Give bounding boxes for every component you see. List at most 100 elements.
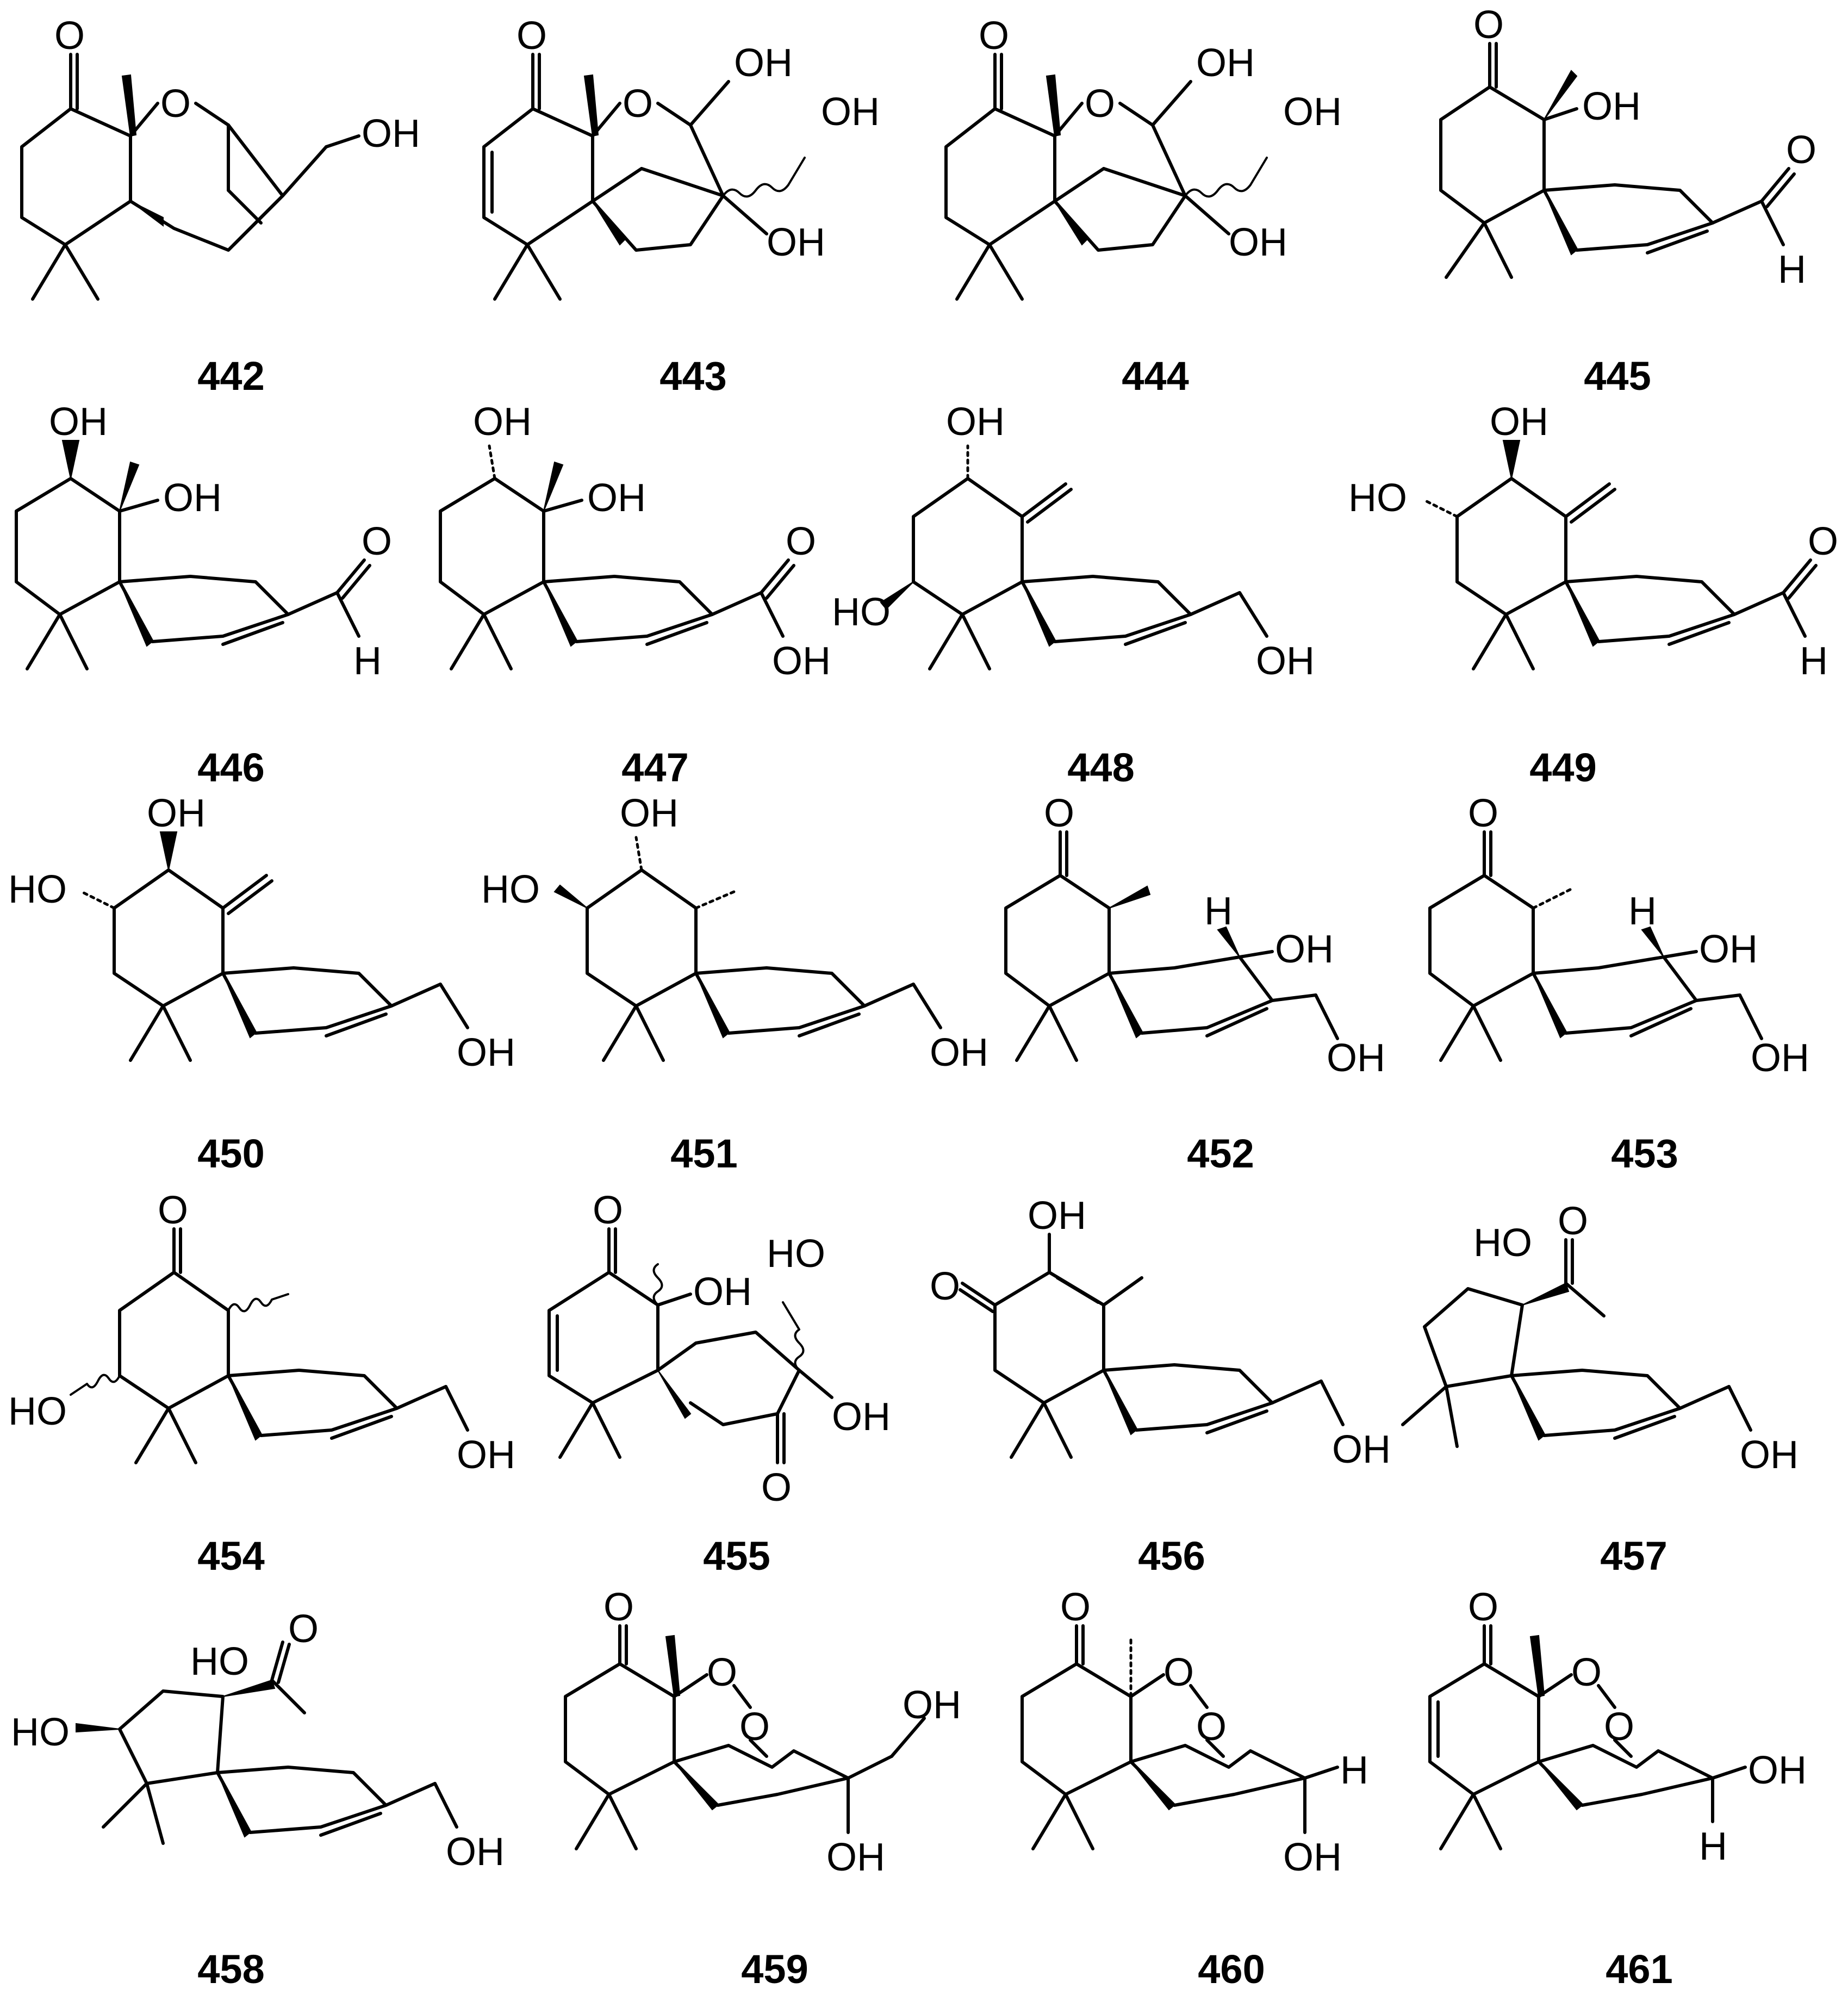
compound-number: 445 xyxy=(1584,353,1651,399)
atom-label: OH xyxy=(832,1395,891,1439)
compound-461: O O O OH H 461 xyxy=(1408,1586,1848,2001)
atom-label: O xyxy=(1558,1200,1588,1243)
structure-446: OH OH O H xyxy=(15,400,392,683)
structure-451: HO OH OH xyxy=(481,792,988,1074)
compound-number: 442 xyxy=(197,353,265,399)
atom-label: O xyxy=(761,1466,792,1509)
atom-label: HO xyxy=(1473,1221,1532,1265)
compound-number: 448 xyxy=(1067,745,1135,790)
atom-label: OH xyxy=(1332,1428,1391,1471)
compound-number: 455 xyxy=(703,1533,770,1579)
atom-label: OH xyxy=(734,41,793,85)
structure-456: OH O OH xyxy=(930,1194,1391,1471)
structure-447: OH OH O OH xyxy=(439,400,831,683)
atom-label: H xyxy=(1699,1825,1727,1868)
atom-label: OH xyxy=(1196,41,1255,85)
atom-label: O xyxy=(158,1189,188,1232)
structure-461: O O O OH H xyxy=(1428,1586,1807,1868)
atom-label: HO xyxy=(8,868,67,911)
atom-label: O xyxy=(1468,792,1498,835)
atom-label: OH xyxy=(946,400,1005,444)
atom-label: OH xyxy=(1748,1749,1807,1792)
atom-label: OH xyxy=(620,792,679,835)
atom-label: OH xyxy=(930,1031,988,1074)
atom-label: O xyxy=(979,14,1009,58)
atom-label: O xyxy=(593,1189,623,1232)
compound-456: OH O OH 456 xyxy=(930,1194,1403,1588)
compound-448: OH HO OH 448 xyxy=(832,400,1332,799)
atom-label: H xyxy=(1800,639,1828,683)
compound-453: O H OH OH 453 xyxy=(1414,792,1848,1185)
compound-458: HO O HO OH 458 xyxy=(0,1607,505,2001)
atom-label: O xyxy=(1060,1586,1091,1629)
atom-label: O xyxy=(603,1586,634,1629)
compound-452: O H OH OH 452 xyxy=(990,792,1452,1185)
atom-label: OH xyxy=(1028,1194,1086,1238)
structure-458: HO O HO OH xyxy=(11,1607,505,1874)
structure-442: O O OH xyxy=(20,14,420,301)
structure-459: O O O OH OH xyxy=(564,1586,961,1879)
atom-label: OH xyxy=(587,476,646,520)
compound-446: OH OH O H 446 xyxy=(0,400,462,799)
atom-label: OH xyxy=(903,1683,961,1727)
atom-label: O xyxy=(1604,1705,1634,1749)
atom-label: O xyxy=(517,14,547,58)
atom-label: H xyxy=(1778,248,1806,291)
atom-label: O xyxy=(1786,128,1816,172)
atom-label: H xyxy=(1340,1749,1368,1792)
atom-label: O xyxy=(739,1705,770,1749)
atom-label: OH xyxy=(1275,928,1334,971)
compound-number: 461 xyxy=(1606,1947,1673,1992)
structure-454: O HO OH xyxy=(8,1189,515,1477)
compound-number: 460 xyxy=(1198,1947,1265,1992)
atom-label: OH xyxy=(362,112,420,156)
atom-label: O xyxy=(786,520,816,563)
compound-451: HO OH OH 451 xyxy=(473,792,988,1185)
atom-label: HO xyxy=(11,1711,70,1754)
structure-452: O H OH OH xyxy=(1004,792,1385,1080)
atom-label: OH xyxy=(826,1836,885,1879)
atom-label: O xyxy=(54,14,85,58)
atom-label: HO xyxy=(832,591,891,634)
structure-450: HO OH OH xyxy=(8,792,515,1074)
atom-label: H xyxy=(353,639,382,683)
atom-label: HO xyxy=(190,1640,249,1683)
structure-448: OH HO OH xyxy=(832,400,1315,683)
atom-label: O xyxy=(362,520,392,563)
atom-label: OH xyxy=(1327,1036,1385,1080)
atom-label: OH xyxy=(1740,1433,1799,1477)
atom-label: OH xyxy=(1229,221,1287,264)
atom-label: OH xyxy=(1699,928,1758,971)
compound-number: 449 xyxy=(1529,745,1597,790)
atom-label: OH xyxy=(446,1830,505,1874)
compound-number: 454 xyxy=(197,1533,265,1579)
structure-460: O O O H OH xyxy=(1021,1586,1368,1879)
atom-label: O xyxy=(1808,520,1838,563)
compound-444: O O OH OH OH 444 xyxy=(924,14,1386,408)
compound-447: OH OH O OH 447 xyxy=(424,400,886,799)
atom-label: O xyxy=(1571,1651,1602,1694)
compound-457: HO O OH 457 xyxy=(1401,1196,1848,1588)
structure-453: O H OH OH xyxy=(1428,792,1809,1080)
compound-number: 446 xyxy=(197,745,265,790)
compound-460: O O O H OH 460 xyxy=(1000,1586,1463,2001)
atom-label: OH xyxy=(473,400,532,444)
atom-label: O xyxy=(288,1607,319,1651)
atom-label: OH xyxy=(821,90,880,134)
compound-number: 450 xyxy=(197,1131,265,1176)
atom-label: OH xyxy=(767,221,825,264)
atom-label: OH xyxy=(693,1270,752,1314)
atom-label: O xyxy=(1044,792,1074,835)
structure-445: O OH O H xyxy=(1439,3,1816,291)
atom-label: O xyxy=(1468,1586,1498,1629)
atom-label: OH xyxy=(1490,400,1548,444)
compound-442: O O OH 442 xyxy=(0,14,462,408)
compound-number: 447 xyxy=(621,745,689,790)
atom-label: O xyxy=(623,82,653,126)
atom-label: O xyxy=(1085,82,1115,126)
compound-number: 451 xyxy=(670,1131,738,1176)
atom-label: OH xyxy=(163,476,222,520)
structure-449: HO OH O H xyxy=(1348,400,1838,683)
compound-number: 443 xyxy=(659,353,727,399)
